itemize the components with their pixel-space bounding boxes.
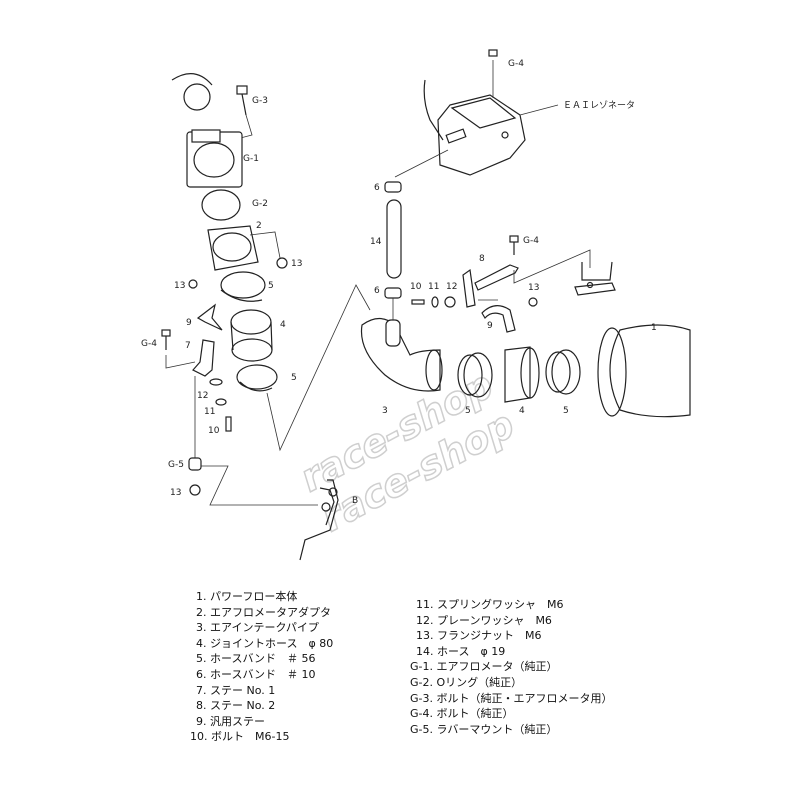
- callout-11: 11: [204, 407, 215, 417]
- callout-10: 10: [410, 282, 422, 292]
- eai-resonator: [423, 79, 526, 176]
- callout-10: 10: [208, 426, 220, 436]
- hose-band-small: [384, 181, 402, 193]
- callout-b: B: [352, 496, 358, 506]
- flange-nut: [276, 257, 288, 269]
- hose-band: [236, 364, 278, 392]
- callout-13: 13: [170, 488, 181, 498]
- bolt-g4: [161, 329, 171, 350]
- callout-1: 1: [651, 323, 657, 333]
- o-ring-g2: [201, 189, 241, 221]
- parts-list-item: 1. パワーフロー本体: [196, 590, 298, 603]
- parts-list-item: 11. スプリングワッシャ M6: [416, 598, 564, 611]
- callout-11: 11: [428, 282, 439, 292]
- hose-band-small: [384, 287, 402, 299]
- callout-9: 9: [186, 318, 192, 328]
- callout-g4: G-4: [523, 236, 539, 246]
- parts-list-item: 9. 汎用ステー: [196, 714, 265, 728]
- universal-stay: [481, 305, 516, 333]
- watermark: race-shop race-shop: [292, 362, 522, 541]
- bolt-m6: [225, 416, 232, 432]
- callout-g2: G-2: [252, 199, 268, 209]
- parts-list-item: 13. フランジナット M6: [416, 629, 542, 643]
- callout-eai-resonator: ＥＡＩレゾネータ: [563, 100, 635, 111]
- parts-list-item: 10. ボルト M6-15: [190, 730, 290, 744]
- callout-13: 13: [291, 259, 302, 269]
- parts-list-item: 4. ジョイントホース φ 80: [196, 636, 334, 650]
- callout-g3: G-3: [252, 96, 268, 106]
- callout-2: 2: [256, 221, 262, 231]
- callout-g4: G-4: [508, 59, 524, 69]
- airflow-meter-adapter: [207, 225, 259, 271]
- universal-stay: [196, 303, 223, 331]
- parts-list-left: 1. パワーフロー本体 2. エアフロメータアダプタ 3. エアインテークパイプ…: [190, 589, 334, 745]
- parts-list-right: 11. スプリングワッシャ M6 12. プレーンワッシャ M6 13. フラン…: [410, 597, 612, 737]
- parts-list-item: 12. プレーンワッシャ M6: [416, 613, 552, 627]
- callout-4: 4: [519, 406, 525, 416]
- stay-no1: [192, 339, 215, 377]
- parts-list-item: 7. ステー No. 1: [196, 683, 276, 697]
- callout-5: 5: [465, 406, 471, 416]
- parts-list-item: G-5. ラバーマウント（純正）: [410, 722, 558, 736]
- parts-list-item: 6. ホースバンド ＃ 10: [196, 667, 316, 681]
- parts-list-item: 2. エアフロメータアダプタ: [196, 605, 331, 619]
- callout-g1: G-1: [243, 154, 259, 164]
- stay-no2: [462, 264, 519, 308]
- callout-4: 4: [280, 320, 286, 330]
- callout-12: 12: [446, 282, 457, 292]
- parts-list-item: G-3. ボルト（純正・エアフロメータ用）: [410, 691, 613, 705]
- power-flow-filter: [597, 324, 691, 418]
- callout-5: 5: [268, 281, 274, 291]
- parts-list-item: 14. ホース φ 19: [416, 644, 506, 658]
- callout-6: 6: [374, 183, 380, 193]
- mounting-bracket: [574, 261, 616, 296]
- callout-3: 3: [382, 406, 388, 416]
- bracket-b: [299, 479, 339, 561]
- callout-12: 12: [197, 391, 208, 401]
- callout-5: 5: [563, 406, 569, 416]
- bolt-m6: [411, 299, 425, 305]
- hose-19: [386, 199, 402, 279]
- hose-band: [220, 271, 266, 302]
- rubber-mount-g5: [188, 457, 202, 471]
- callout-labels: G-3 G-1 G-2 2 13 13 5 9 4 7 G-4 5 12 11 …: [141, 59, 657, 506]
- callout-g4: G-4: [141, 339, 157, 349]
- joint-hose: [504, 346, 540, 403]
- parts-list-item: 3. エアインテークパイプ: [196, 621, 319, 635]
- parts-list-item: G-1. エアフロメータ（純正）: [410, 660, 558, 674]
- parts-list-item: 8. ステー No. 2: [196, 699, 276, 713]
- joint-hose: [230, 309, 273, 362]
- airflow-meter-g1: [186, 129, 243, 188]
- air-duct-fragment: [171, 73, 213, 111]
- callout-6: 6: [374, 286, 380, 296]
- bolt-g4: [509, 235, 519, 243]
- parts-list-item: G-2. Oリング（純正）: [410, 675, 523, 689]
- bolt-g4: [488, 49, 498, 57]
- hose-band: [457, 352, 493, 398]
- callout-9: 9: [487, 321, 493, 331]
- flange-nut: [528, 297, 538, 307]
- bolt-g3: [236, 85, 248, 116]
- hose-band: [545, 349, 581, 395]
- callout-13: 13: [174, 281, 185, 291]
- parts-list-item: G-4. ボルト（純正）: [410, 707, 514, 721]
- callout-7: 7: [185, 341, 191, 351]
- callout-14: 14: [370, 237, 382, 247]
- callout-5: 5: [291, 373, 297, 383]
- callout-8: 8: [479, 254, 485, 264]
- callout-13: 13: [528, 283, 539, 293]
- callout-g5: G-5: [168, 460, 184, 470]
- intake-pipe: [360, 317, 443, 392]
- parts-list-item: 5. ホースバンド ＃ 56: [196, 652, 316, 666]
